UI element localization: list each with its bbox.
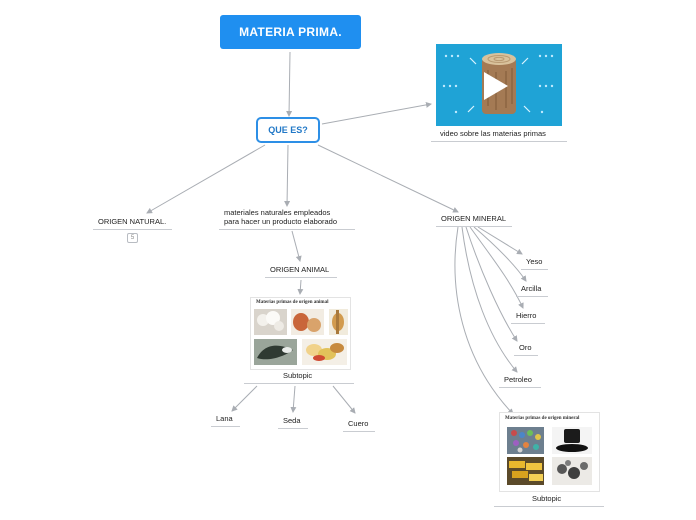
topic-origen-natural[interactable]: ORIGEN NATURAL. [98, 217, 167, 226]
definition-line-2: para hacer un producto elaborado [224, 217, 337, 226]
topic-petroleo[interactable]: Petroleo [504, 375, 532, 384]
divider [265, 277, 337, 278]
topic-seda[interactable]: Seda [283, 416, 301, 425]
divider [211, 426, 240, 427]
topic-arcilla[interactable]: Arcilla [521, 284, 542, 293]
divider [431, 141, 567, 142]
topic-oro[interactable]: Oro [519, 343, 532, 352]
topic-cuero[interactable]: Cuero [348, 419, 369, 428]
divider [93, 229, 172, 230]
divider [516, 296, 548, 297]
topic-origen-animal[interactable]: ORIGEN ANIMAL [270, 265, 330, 274]
topic-hierro[interactable]: Hierro [516, 311, 537, 320]
divider [511, 323, 545, 324]
divider [514, 355, 538, 356]
animal-materials-photos [254, 309, 348, 365]
topic-origen-mineral[interactable]: ORIGEN MINERAL [441, 214, 507, 223]
divider [499, 387, 541, 388]
root-topic[interactable]: MATERIA PRIMA. [220, 15, 361, 49]
mineral-image-title: Materias primas de origen mineral [505, 416, 580, 421]
divider [494, 506, 604, 507]
main-topic-que-es[interactable]: QUE ES? [256, 117, 320, 143]
video-thumbnail[interactable] [436, 44, 562, 126]
definition-line-1: materiales naturales empleados [224, 208, 331, 217]
divider [244, 383, 354, 384]
mineral-subtopic[interactable]: Subtopic [532, 494, 562, 503]
divider [343, 431, 375, 432]
topic-definition[interactable]: materiales naturales empleados para hace… [224, 208, 337, 226]
divider [219, 229, 355, 230]
mineral-materials-photos [507, 427, 592, 485]
main-topic-label: QUE ES? [268, 125, 308, 135]
video-caption: video sobre las materias primas [440, 129, 546, 138]
divider [436, 226, 512, 227]
collapsed-count-badge[interactable]: 5 [127, 233, 138, 243]
animal-subtopic[interactable]: Subtopic [283, 371, 313, 380]
mineral-materials-image[interactable]: Materias primas de origen mineral [499, 412, 600, 492]
divider [521, 269, 548, 270]
animal-image-title: Materias primas de origen animal [256, 300, 329, 305]
topic-yeso[interactable]: Yeso [526, 257, 543, 266]
divider [278, 428, 308, 429]
root-topic-label: MATERIA PRIMA. [239, 25, 342, 39]
animal-materials-image[interactable]: Materias primas de origen animal [250, 297, 351, 370]
play-icon[interactable] [484, 72, 508, 100]
topic-lana[interactable]: Lana [216, 414, 233, 423]
